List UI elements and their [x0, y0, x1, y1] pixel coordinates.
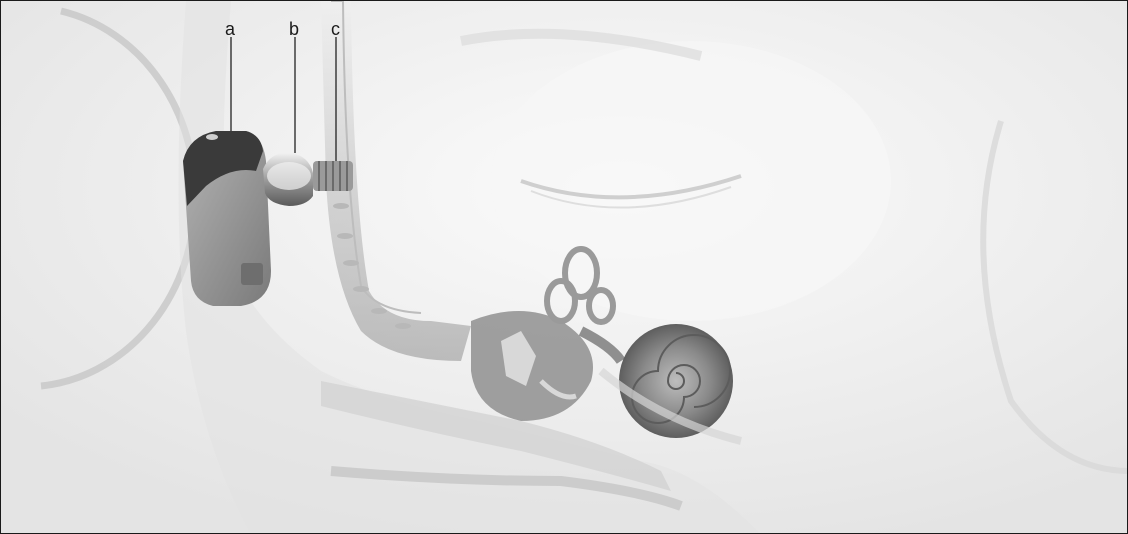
cheek-highlight: [491, 41, 891, 321]
implant-screw: [313, 161, 353, 191]
processor-connector: [241, 263, 263, 285]
abutment-highlight: [267, 162, 311, 190]
label-a: a: [225, 20, 235, 38]
label-c: c: [331, 20, 340, 38]
processor-button: [206, 134, 218, 140]
label-b: b: [289, 20, 299, 38]
